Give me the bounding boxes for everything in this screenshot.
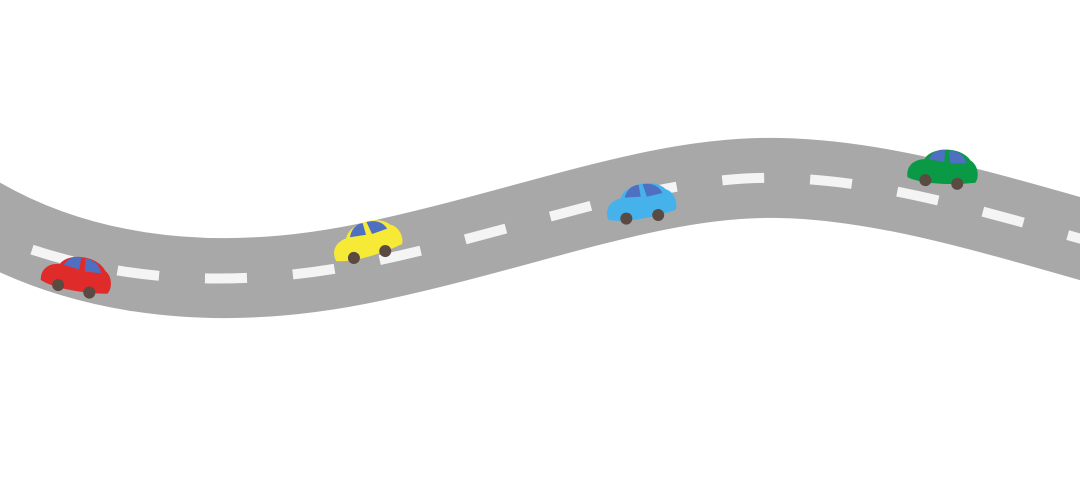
car-window bbox=[624, 184, 641, 198]
car-wheel bbox=[919, 174, 932, 187]
car-wheel bbox=[379, 245, 392, 258]
car-window bbox=[642, 183, 663, 197]
blue-car bbox=[606, 183, 677, 225]
car-window bbox=[63, 256, 82, 270]
green-car bbox=[907, 149, 978, 190]
car-window bbox=[84, 258, 101, 274]
car-wheel bbox=[620, 212, 633, 225]
car-window bbox=[948, 150, 967, 164]
car-wheel bbox=[652, 209, 665, 222]
car-wheel bbox=[83, 286, 96, 299]
lane-marking bbox=[0, 172, 1080, 284]
yellow-car bbox=[334, 220, 403, 264]
red-car bbox=[40, 256, 111, 299]
car-wheel bbox=[347, 251, 360, 264]
car-window bbox=[366, 221, 388, 235]
car-wheel bbox=[951, 177, 964, 190]
car-wheel bbox=[52, 279, 65, 292]
car-window bbox=[928, 149, 945, 163]
car-window bbox=[350, 223, 366, 238]
